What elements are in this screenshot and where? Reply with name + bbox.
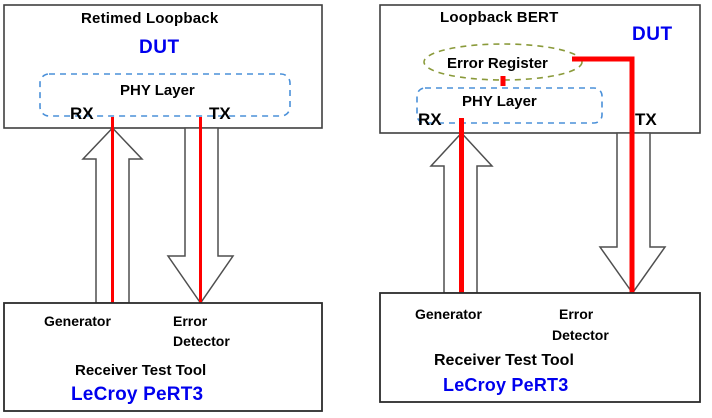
- right-dut-title: Loopback BERT: [440, 9, 559, 26]
- right-phy-layer-label: PHY Layer: [462, 93, 537, 110]
- right-red-report-path: [572, 56, 635, 300]
- right-phy-layer-box: [416, 87, 603, 124]
- right-generator-label: Generator: [415, 306, 482, 322]
- right-rx-port-label: RX: [418, 110, 442, 129]
- right-error-detector-label-line1: Error: [559, 306, 594, 322]
- right-dut-box: [379, 4, 701, 134]
- right-tool-box: [379, 292, 701, 403]
- left-dut-box: [3, 4, 323, 129]
- left-tool-name: Receiver Test Tool: [75, 362, 207, 379]
- left-rx-port-label: RX: [70, 104, 94, 123]
- left-dut-title: Retimed Loopback: [81, 10, 219, 27]
- left-phy-layer-label: PHY Layer: [120, 82, 195, 99]
- right-error-detector-label-line2: Detector: [552, 327, 609, 343]
- left-error-detector-label-line1: Error: [173, 313, 208, 329]
- left-tool-brand: LeCroy PeRT3: [71, 384, 204, 405]
- left-tx-port-label: TX: [209, 104, 231, 123]
- left-tool-box: [3, 302, 323, 412]
- right-tool-name: Receiver Test Tool: [434, 352, 574, 369]
- right-error-register-label: Error Register: [447, 55, 548, 72]
- right-tx-port-label: TX: [635, 110, 657, 129]
- left-generator-label: Generator: [44, 313, 111, 329]
- right-error-register-ellipse: [423, 43, 583, 81]
- left-dut-label: DUT: [139, 37, 180, 58]
- right-tool-brand: LeCroy PeRT3: [443, 375, 569, 395]
- left-error-detector-label-line2: Detector: [173, 333, 230, 349]
- right-dut-label: DUT: [632, 24, 673, 45]
- left-phy-layer-box: [39, 73, 291, 117]
